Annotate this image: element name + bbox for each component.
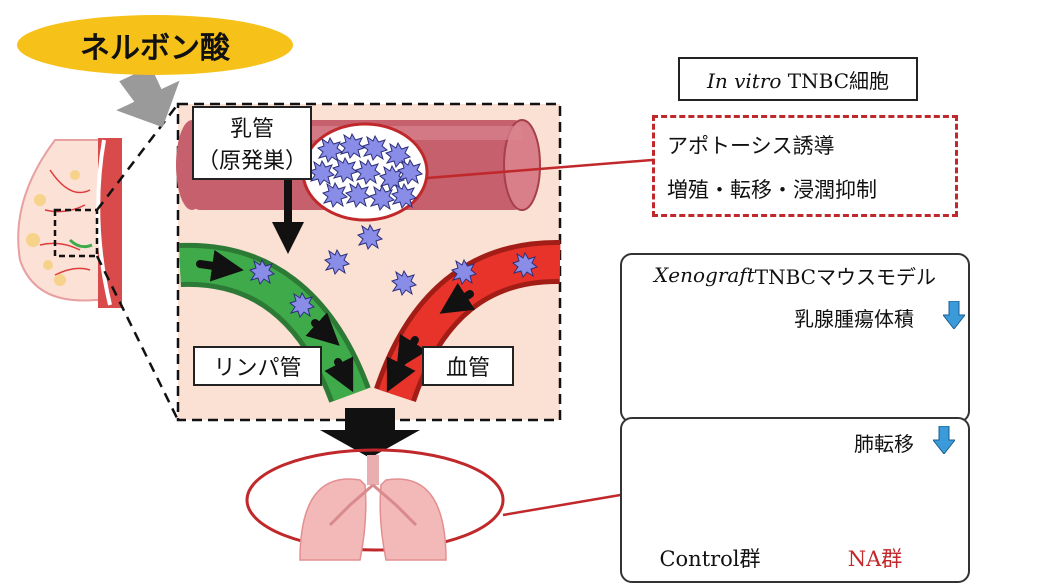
gray-arrow: [116, 66, 180, 128]
duct-label-box: 乳管 （原発巣）: [192, 106, 312, 180]
lungs: [245, 448, 505, 561]
control-group-label: Control群: [659, 547, 761, 571]
na-group-label: NA群: [847, 547, 903, 571]
xenograft-tumor-panel: [620, 253, 970, 423]
blood-label-box: 血管: [422, 346, 514, 386]
big-down-arrow: [320, 408, 420, 458]
invitro-title-box: In vitro TNBC細胞: [678, 57, 918, 101]
invitro-title-rest: TNBC細胞: [781, 68, 890, 93]
blood-label: 血管: [445, 356, 490, 381]
invitro-title-italic: In vitro: [706, 68, 782, 93]
invitro-effect-inhibition: 増殖・転移・浸潤抑制: [667, 178, 877, 202]
invitro-effects-box: アポトーシス誘導 増殖・転移・浸潤抑制: [652, 115, 958, 217]
xenograft-title: Xenograft TNBCマウスモデル: [626, 258, 964, 292]
lung-metastasis-down-icon: [933, 426, 955, 454]
tumor-volume-down-icon: [943, 301, 965, 329]
lung-metastasis-label: 肺転移: [850, 428, 918, 457]
invitro-title: In vitro TNBC細胞: [707, 65, 889, 94]
invitro-effect-apoptosis: アポトーシス誘導: [667, 134, 835, 158]
breast-illustration: [17, 138, 122, 308]
duct-label-sub: （原発巣）: [196, 149, 307, 174]
xenograft-title-italic: Xenograft: [654, 263, 755, 287]
compound-badge: ネルボン酸: [17, 15, 293, 75]
xenograft-title-rest: TNBCマウスモデル: [754, 264, 936, 289]
duct-label: 乳管: [229, 117, 274, 142]
lymph-label-box: リンパ管: [193, 346, 322, 386]
lymph-label: リンパ管: [213, 356, 302, 381]
tumor-volume-label: 乳腺腫瘍体積: [790, 303, 918, 332]
compound-label: ネルボン酸: [80, 31, 230, 66]
